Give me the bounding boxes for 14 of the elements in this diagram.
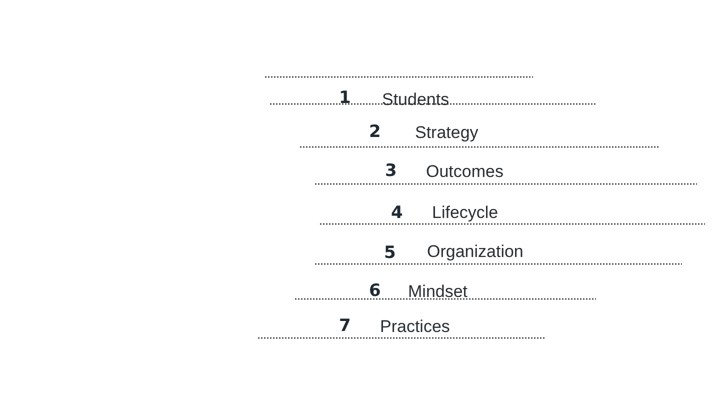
item-number: 7	[339, 318, 351, 335]
item-label: Lifecycle	[432, 204, 498, 221]
item-label: Strategy	[415, 124, 478, 141]
item-label: Mindset	[408, 283, 468, 300]
item-number: 4	[391, 205, 403, 222]
item-label: Outcomes	[426, 163, 504, 180]
item-number: 5	[384, 245, 396, 262]
item-number: 1	[339, 90, 351, 107]
item-number: 6	[369, 283, 381, 300]
item-number: 2	[369, 124, 381, 141]
item-label: Students	[382, 91, 450, 108]
item-number: 3	[385, 163, 397, 180]
item-label: Organization	[427, 243, 524, 260]
item-label: Practices	[380, 318, 450, 335]
